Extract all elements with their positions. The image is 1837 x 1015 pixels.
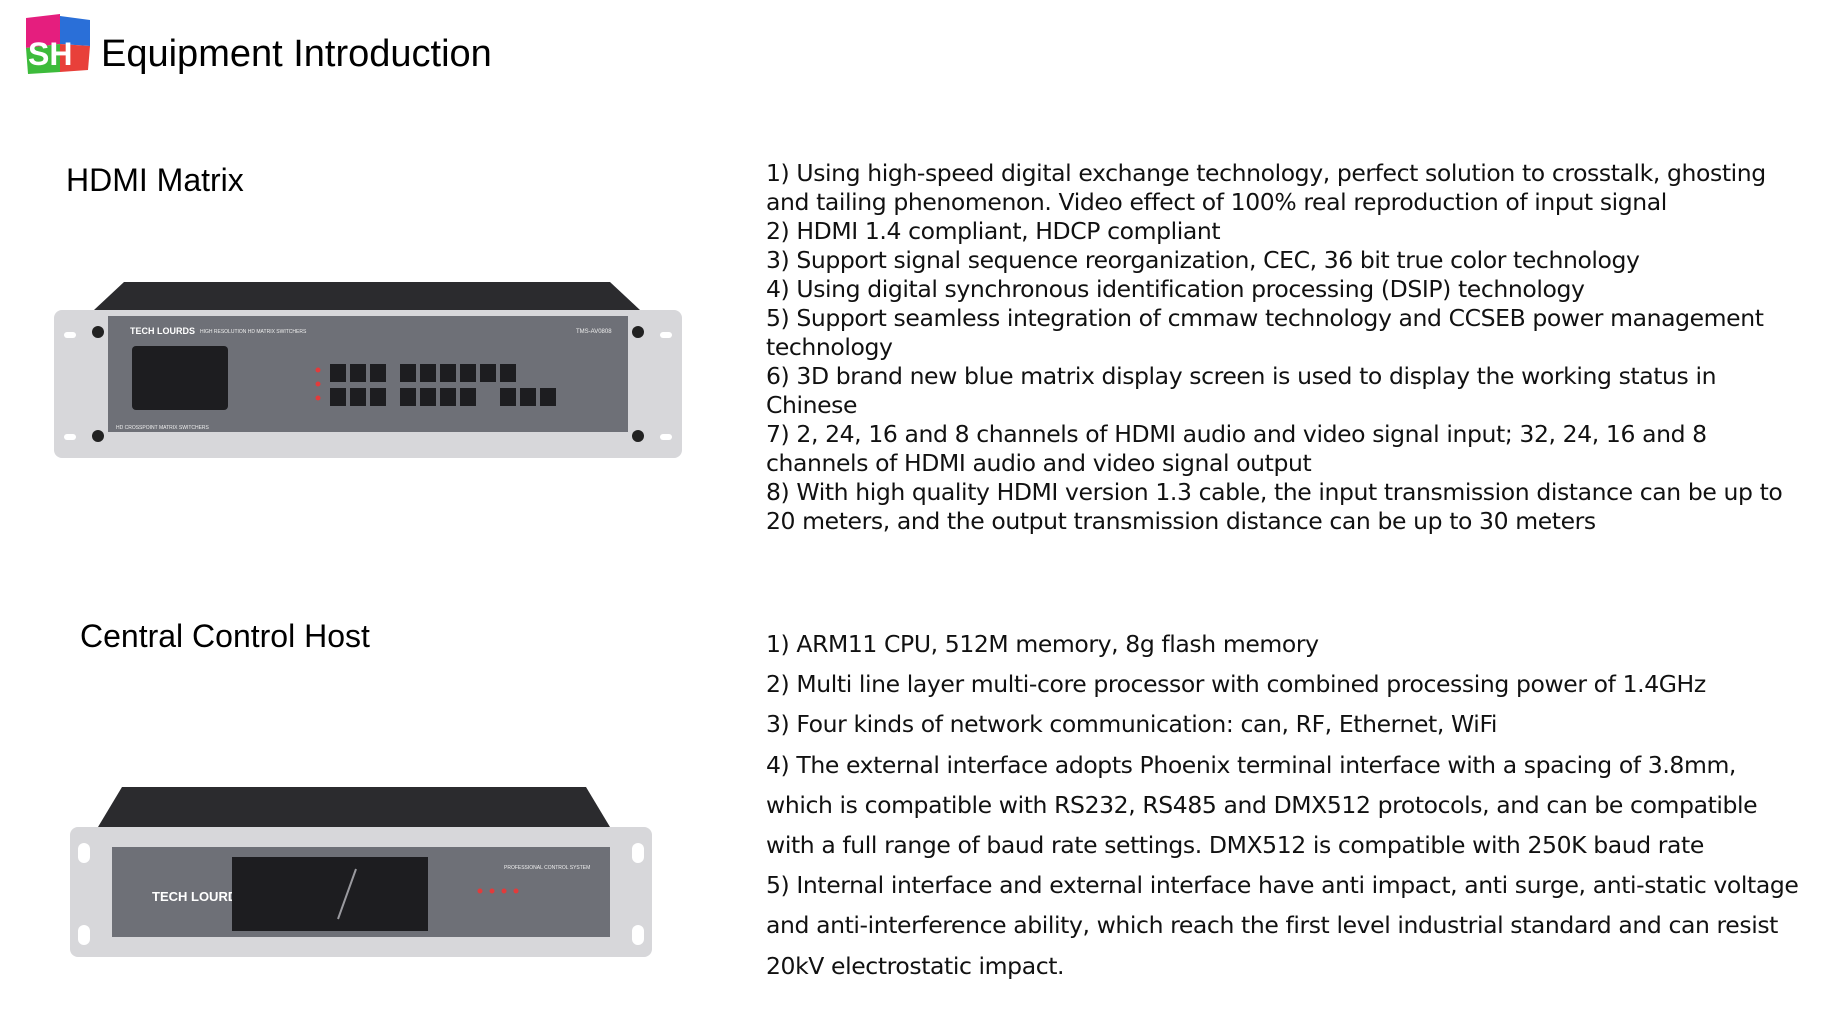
page-title: Equipment Introduction — [101, 33, 492, 75]
hdmi-matrix-device-image: TECH LOURDS HIGH RESOLUTION HD MATRIX SW… — [54, 282, 682, 458]
section-title-hdmi-matrix: HDMI Matrix — [66, 162, 244, 198]
hdmi-device-brand: TECH LOURDS — [130, 326, 195, 336]
hdmi-device-model: TMS-AV0808 — [576, 329, 612, 335]
feature-item: 1) Using high-speed digital exchange tec… — [766, 159, 1766, 216]
feature-item: 5) Internal interface and external inter… — [766, 871, 1799, 980]
feature-item: 7) 2, 24, 16 and 8 channels of HDMI audi… — [766, 420, 1707, 477]
hdmi-device-footer: HD CROSSPOINT MATRIX SWITCHERS — [116, 425, 210, 431]
feature-item: 2) HDMI 1.4 compliant, HDCP compliant — [766, 217, 1221, 245]
feature-item: 1) ARM11 CPU, 512M memory, 8g flash memo… — [766, 630, 1319, 658]
section-title-central-control-host: Central Control Host — [80, 618, 370, 654]
feature-item: 8) With high quality HDMI version 1.3 ca… — [766, 478, 1783, 535]
central-control-host-device-image: TECH LOURDS PROFESSIONAL CONTROL SYSTEM — [70, 787, 652, 957]
feature-item: 4) The external interface adopts Phoenix… — [766, 750, 1758, 860]
hdmi-device-caption: HIGH RESOLUTION HD MATRIX SWITCHERS — [200, 329, 307, 335]
feature-item: 5) Support seamless integration of cmmaw… — [766, 304, 1764, 361]
host-device-caption: PROFESSIONAL CONTROL SYSTEM — [504, 865, 590, 871]
logo-text: SH — [28, 36, 72, 72]
feature-item: 2) Multi line layer multi-core processor… — [766, 670, 1706, 699]
feature-item: 3) Support signal sequence reorganizatio… — [766, 246, 1640, 274]
feature-item: 6) 3D brand new blue matrix display scre… — [766, 362, 1717, 419]
host-device-brand: TECH LOURDS — [152, 889, 246, 904]
feature-item: 3) Four kinds of network communication: … — [766, 710, 1497, 739]
sh-logo: SH — [26, 14, 90, 74]
hdmi-matrix-feature-list: 1) Using high-speed digital exchange tec… — [766, 159, 1806, 536]
feature-item: 4) Using digital synchronous identificat… — [766, 275, 1585, 303]
central-control-host-feature-list: 1) ARM11 CPU, 512M memory, 8g flash memo… — [766, 624, 1806, 986]
